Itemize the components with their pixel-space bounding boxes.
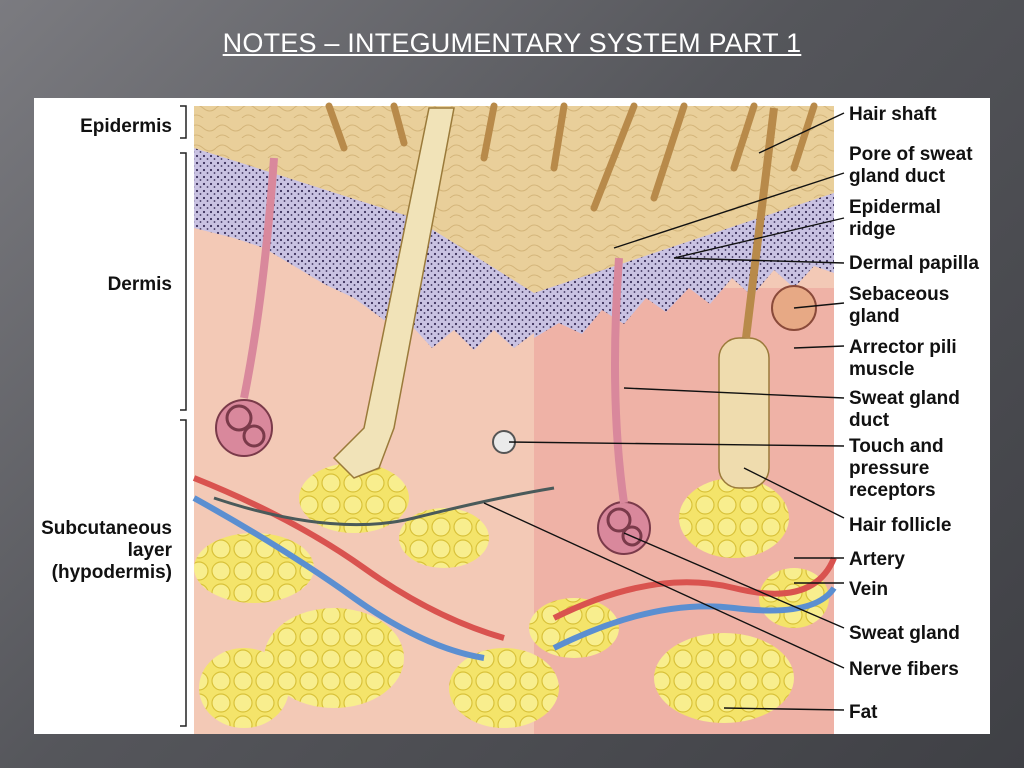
label-epidermal-ridge: Epidermal ridge: [849, 197, 941, 240]
sweat-gland-duct-left: [240, 157, 278, 399]
sweat-gland-left: [215, 399, 273, 457]
epidermis-layer-left: [194, 148, 534, 350]
hair-shaft-right: [742, 107, 778, 339]
hair-shafts: [325, 102, 818, 212]
vein-right: [552, 586, 837, 651]
label-arrector-pili-muscle: Arrector pili muscle: [849, 337, 957, 380]
skin-cross-section-illustration: [180, 102, 845, 734]
skin-surface: [194, 106, 834, 293]
label-pore-of-sweat-gland-duct: Pore of sweat gland duct: [849, 144, 973, 187]
label-epidermis: Epidermis: [80, 116, 172, 137]
sweat-gland-right: [597, 501, 651, 555]
label-vein: Vein: [849, 579, 889, 600]
label-fat: Fat: [849, 702, 878, 723]
label-dermal-papilla: Dermal papilla: [849, 253, 979, 274]
slide-title: NOTES – INTEGUMENTARY SYSTEM PART 1: [222, 28, 802, 58]
hair-follicle-right: [718, 337, 770, 489]
label-touch-and-pressure-receptors: Touch and pressure receptors: [849, 436, 944, 501]
label-subcutaneous-layer: Subcutaneous layer (hypodermis): [41, 518, 172, 583]
label-leader-lines: [483, 112, 845, 711]
skin-diagram-panel: Epidermis Dermis Subcutaneous layer (hyp…: [34, 98, 990, 734]
label-sebaceous-gland: Sebaceous gland: [849, 284, 950, 327]
label-hair-shaft: Hair shaft: [849, 104, 937, 125]
hair-follicle-left: [332, 107, 455, 479]
label-sweat-gland: Sweat gland: [849, 623, 960, 644]
label-hair-follicle: Hair follicle: [849, 515, 952, 536]
vein-left: [192, 495, 485, 661]
label-nerve-fibers: Nerve fibers: [849, 659, 959, 680]
label-dermis: Dermis: [107, 274, 172, 295]
layer-brackets: [180, 105, 187, 727]
label-artery: Artery: [849, 549, 905, 570]
artery-left: [192, 475, 505, 641]
label-sweat-gland-duct: Sweat gland duct: [849, 388, 960, 431]
sweat-gland-duct-right: [611, 257, 628, 504]
nerve-fibers: [213, 486, 555, 527]
